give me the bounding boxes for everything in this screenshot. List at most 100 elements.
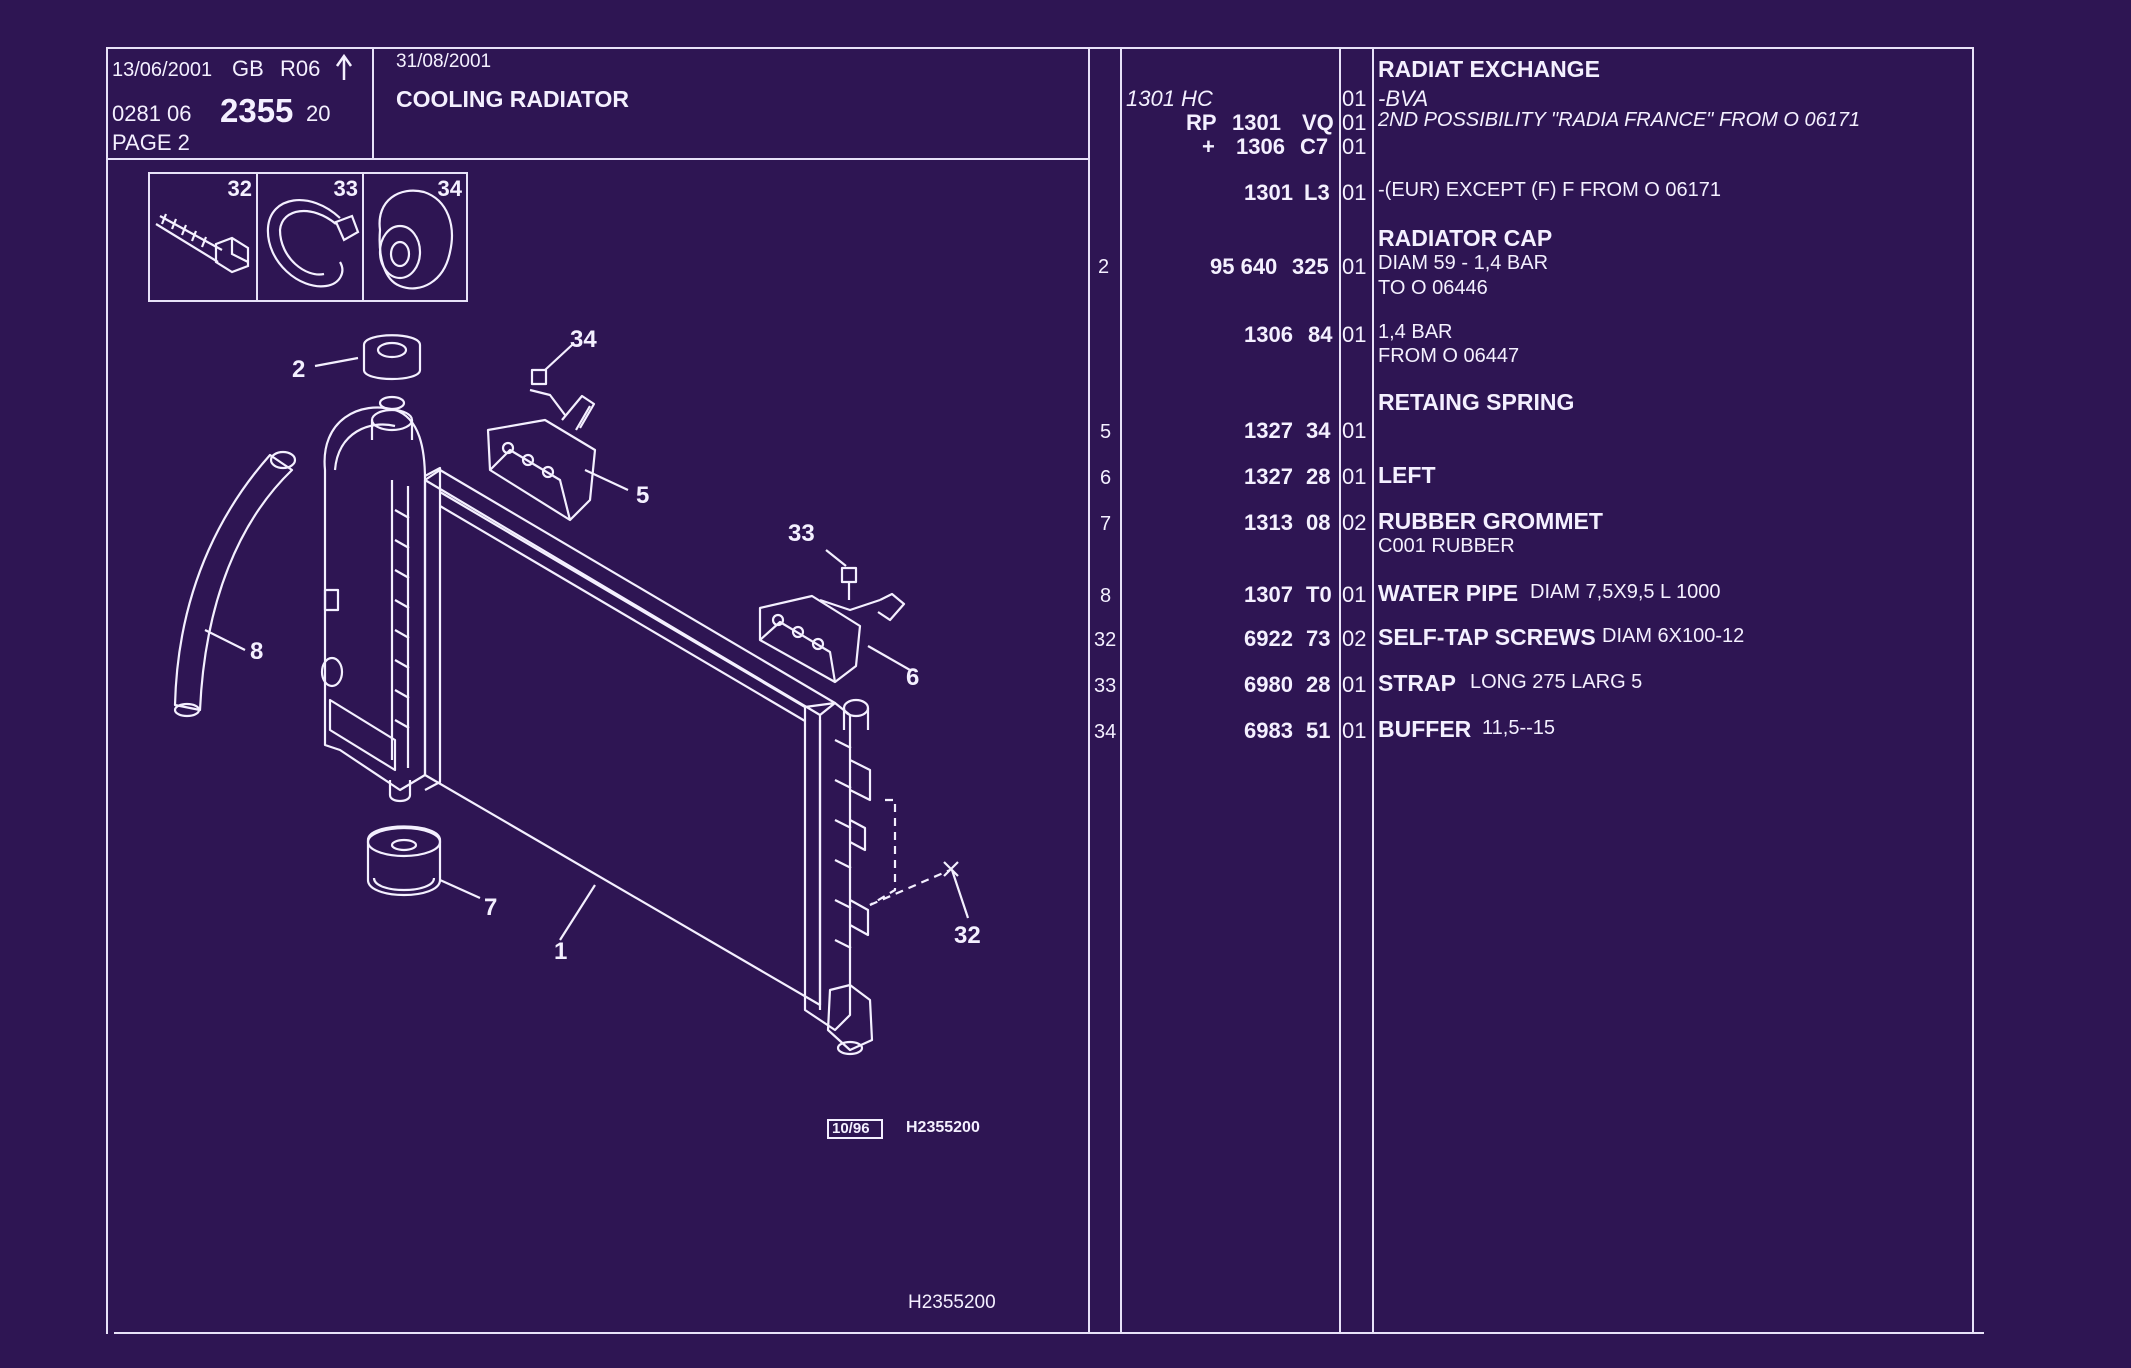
header-divider <box>106 158 1088 160</box>
revision: R06 <box>280 56 321 81</box>
footer-ref-code: H2355200 <box>908 1292 996 1313</box>
row-18-desc: 11,5--15 <box>1482 717 1556 739</box>
page-label: PAGE 2 <box>112 130 190 155</box>
frame-right-border <box>1972 47 1974 1334</box>
inset-label-33: 33 <box>333 176 358 201</box>
inset-part-box-32: 32 <box>148 172 258 302</box>
header-split <box>372 47 374 159</box>
col-divider-diagram <box>1088 47 1090 1334</box>
row-12-part: 1327 <box>1244 464 1293 489</box>
group-number: 2355 <box>220 92 294 129</box>
row-3-sub: C7 <box>1300 134 1329 159</box>
inset-part-box-33: 33 <box>256 172 364 302</box>
row-5-heading: RADIATOR CAP <box>1378 225 1553 251</box>
update-date: 31/08/2001 <box>396 51 492 72</box>
row-15-sub: T0 <box>1306 582 1332 607</box>
callout-1: 1 <box>554 938 568 965</box>
row-13-heading: RUBBER GROMMET <box>1378 508 1603 534</box>
frame-left-border <box>106 47 108 1334</box>
row-7-desc: TO O 06446 <box>1378 277 1488 299</box>
group-suffix: 20 <box>306 101 331 126</box>
row-4-qty: 01 <box>1342 180 1367 205</box>
row-6-ref: 2 <box>1098 256 1110 278</box>
frame-bottom-border <box>114 1332 1984 1334</box>
diagram-ref-code: H2355200 <box>906 1119 980 1136</box>
row-18-qty: 01 <box>1342 718 1367 743</box>
callout-2: 2 <box>292 356 306 383</box>
inset-part-box-34: 34 <box>362 172 468 302</box>
row-18-ref: 34 <box>1094 721 1117 743</box>
row-12-ref: 6 <box>1100 467 1112 489</box>
row-16-desc: DIAM 6X100-12 <box>1602 625 1745 647</box>
edition-date: 13/06/2001 <box>112 59 213 81</box>
row-3-prefix: + <box>1202 134 1215 159</box>
row-6-qty: 01 <box>1342 254 1367 279</box>
row-15-ref: 8 <box>1100 585 1112 607</box>
callout-5: 5 <box>636 482 650 509</box>
callout-33: 33 <box>788 520 815 547</box>
row-4-desc: -(EUR) EXCEPT (F) F FROM O 06171 <box>1378 179 1722 201</box>
row-8-qty: 01 <box>1342 322 1367 347</box>
row-13-part: 1313 <box>1244 510 1293 535</box>
row-6-desc: DIAM 59 - 1,4 BAR <box>1378 252 1549 274</box>
row-8-part: 1306 <box>1244 322 1293 347</box>
row-13-qty: 02 <box>1342 510 1367 535</box>
row-1-desc: -BVA <box>1378 86 1429 111</box>
row-2-prefix: RP <box>1186 110 1217 135</box>
row-2-qty: 01 <box>1342 110 1367 135</box>
callout-7: 7 <box>484 894 498 921</box>
row-18-heading: BUFFER <box>1378 716 1472 742</box>
section-title: COOLING RADIATOR <box>396 86 629 112</box>
row-11-part: 1327 <box>1244 418 1293 443</box>
row-17-ref: 33 <box>1094 675 1117 697</box>
row-17-sub: 28 <box>1306 672 1331 697</box>
row-15-part: 1307 <box>1244 582 1293 607</box>
row-18-sub: 51 <box>1306 718 1331 743</box>
row-12-qty: 01 <box>1342 464 1367 489</box>
row-10-heading: RETAING SPRING <box>1378 389 1575 415</box>
row-4-sub: L3 <box>1304 180 1330 205</box>
lang-code: GB <box>232 56 264 81</box>
row-6-sub: 325 <box>1292 254 1329 279</box>
row-2-sub: VQ <box>1302 110 1334 135</box>
inset-label-34: 34 <box>437 176 462 201</box>
row-17-qty: 01 <box>1342 672 1367 697</box>
row-16-sub: 73 <box>1306 626 1331 651</box>
callout-34: 34 <box>570 326 597 353</box>
callout-32: 32 <box>954 922 981 949</box>
row-14-desc: C001 RUBBER <box>1378 535 1515 557</box>
inset-label-32: 32 <box>227 176 252 201</box>
row-17-part: 6980 <box>1244 672 1293 697</box>
col-divider-ref <box>1120 47 1122 1334</box>
row-18-part: 6983 <box>1244 718 1293 743</box>
row-4-part: 1301 <box>1244 180 1293 205</box>
row-11-ref: 5 <box>1100 421 1112 443</box>
row-15-desc: DIAM 7,5X9,5 L 1000 <box>1530 581 1721 603</box>
row-11-sub: 34 <box>1306 418 1331 443</box>
row-2-desc: 2ND POSSIBILITY "RADIA FRANCE" FROM O 06… <box>1378 109 1861 131</box>
col-divider-qty-left <box>1339 47 1341 1334</box>
row-16-part: 6922 <box>1244 626 1293 651</box>
row-17-desc: LONG 275 LARG 5 <box>1470 671 1643 693</box>
row-16-qty: 02 <box>1342 626 1367 651</box>
callout-8: 8 <box>250 638 264 665</box>
row-1-qty: 01 <box>1342 86 1367 111</box>
row-12-sub: 28 <box>1306 464 1331 489</box>
diagram-date-box: 10/96 <box>832 1120 870 1137</box>
row-11-qty: 01 <box>1342 418 1367 443</box>
row-8-desc: 1,4 BAR <box>1378 321 1453 343</box>
row-3-qty: 01 <box>1342 134 1367 159</box>
row-17-heading: STRAP <box>1378 670 1456 696</box>
row-15-qty: 01 <box>1342 582 1367 607</box>
row-2-part: 1301 <box>1232 110 1281 135</box>
row-15-heading: WATER PIPE <box>1378 580 1519 606</box>
frame-top-border <box>106 47 1974 49</box>
row-16-heading: SELF-TAP SCREWS <box>1378 624 1596 650</box>
row-13-ref: 7 <box>1100 513 1112 535</box>
row-16-ref: 32 <box>1094 629 1117 651</box>
row-6-part: 95 640 <box>1210 254 1278 279</box>
col-divider-qty-right <box>1372 47 1374 1334</box>
row-8-sub: 84 <box>1308 322 1333 347</box>
row-9-desc: FROM O 06447 <box>1378 345 1520 367</box>
